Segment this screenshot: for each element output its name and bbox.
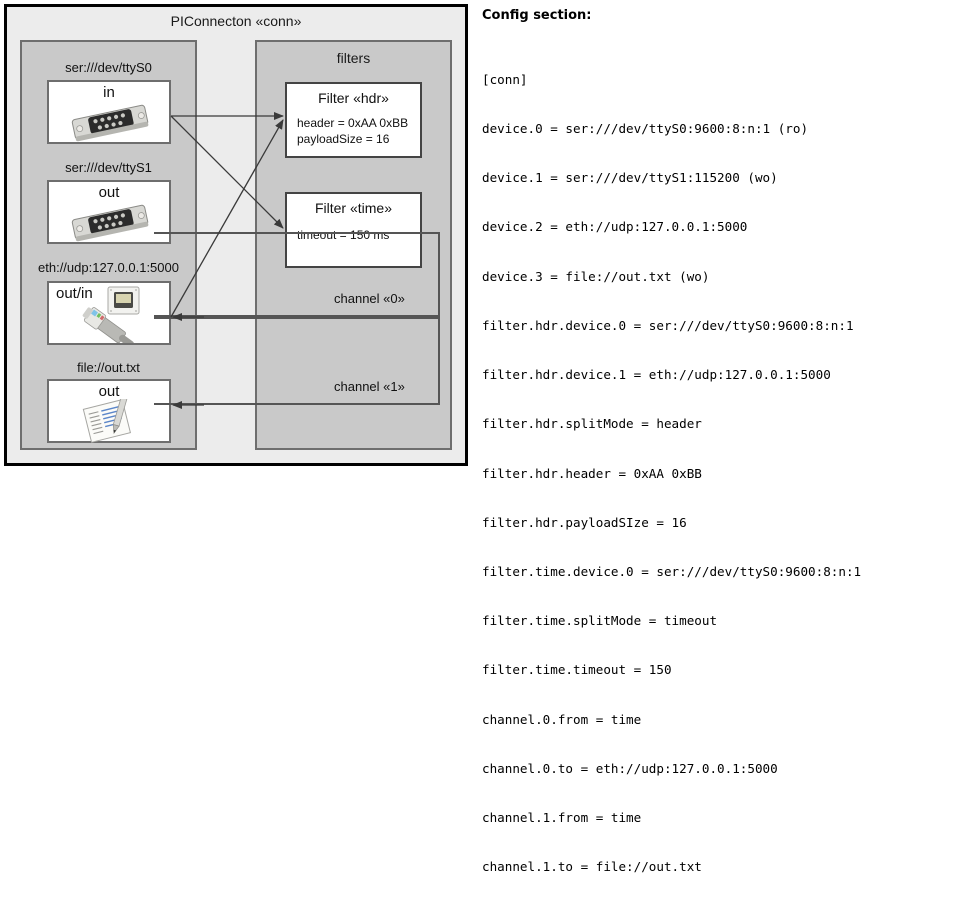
- filter-time-title: Filter «time»: [314, 200, 393, 216]
- config-line: filter.hdr.splitMode = header: [482, 416, 702, 432]
- device-io-file: out: [98, 383, 120, 400]
- config-line: channel.0.from = time: [482, 711, 642, 727]
- config-line: filter.time.splitMode = timeout: [482, 613, 718, 629]
- text-file-icon: [77, 395, 145, 448]
- filter-hdr-title: Filter «hdr»: [318, 90, 389, 106]
- screenshot-root: PIConnecton «conn» ser:///dev/ttyS0 in: [4, 4, 861, 874]
- architecture-diagram: PIConnecton «conn» ser:///dev/ttyS0 in: [4, 4, 468, 466]
- filter-time-attr-timeout: timeout = 150 ms: [297, 228, 390, 242]
- device-box-ttys1: out: [47, 180, 171, 244]
- device-label-file: file://out.txt: [77, 360, 140, 375]
- config-line: filter.hdr.device.1 = eth://udp:127.0.0.…: [482, 367, 831, 383]
- network-cable-icon: [67, 305, 137, 348]
- config-line: device.2 = eth://udp:127.0.0.1:5000: [482, 219, 748, 235]
- filter-hdr-attr-payloadsize: payloadSize = 16: [297, 132, 390, 146]
- diagram-title: PIConnecton «conn»: [170, 13, 302, 29]
- config-heading: Config section:: [482, 8, 592, 23]
- config-line: channel.0.to = eth://udp:127.0.0.1:5000: [482, 760, 778, 776]
- config-code-block: [conn] device.0 = ser:///dev/ttyS0:9600:…: [482, 39, 960, 909]
- config-line: filter.time.timeout = 150: [482, 662, 672, 678]
- filter-card-hdr: Filter «hdr» header = 0xAA 0xBB payloadS…: [285, 82, 422, 158]
- config-line: [conn]: [482, 71, 528, 87]
- device-io-ttys0: in: [103, 84, 115, 101]
- channel-0-label: channel «0»: [334, 291, 405, 306]
- device-label-ttys0: ser:///dev/ttyS0: [65, 60, 152, 75]
- filter-card-time: Filter «time» timeout = 150 ms: [285, 192, 422, 268]
- config-section: Config section: [conn] device.0 = ser://…: [482, 8, 960, 909]
- serial-port-icon: [65, 202, 157, 247]
- filter-hdr-attr-header: header = 0xAA 0xBB: [297, 116, 409, 130]
- channel-1-connector: [154, 317, 440, 405]
- config-line: channel.1.to = file://out.txt: [482, 859, 702, 875]
- config-line: device.3 = file://out.txt (wo): [482, 268, 710, 284]
- config-line: filter.hdr.header = 0xAA 0xBB: [482, 465, 702, 481]
- serial-port-icon: [65, 102, 157, 147]
- device-box-ttys0: in: [47, 80, 171, 144]
- device-box-eth: out/in: [47, 281, 171, 348]
- filters-panel-title: filters: [336, 50, 371, 66]
- channel-1-label: channel «1»: [334, 379, 405, 394]
- network-jack-icon: [107, 286, 141, 321]
- device-label-eth: eth://udp:127.0.0.1:5000: [38, 260, 179, 275]
- config-line: device.0 = ser:///dev/ttyS0:9600:8:n:1 (…: [482, 121, 809, 137]
- config-line: filter.hdr.payloadSIze = 16: [482, 514, 687, 530]
- device-label-ttys1: ser:///dev/ttyS1: [65, 160, 152, 175]
- config-line: channel.1.from = time: [482, 810, 642, 826]
- device-io-ttys1: out: [98, 184, 120, 201]
- config-line: filter.hdr.device.0 = ser:///dev/ttyS0:9…: [482, 317, 854, 333]
- config-line: device.1 = ser:///dev/ttyS1:115200 (wo): [482, 170, 778, 186]
- channel-0-connector: [154, 232, 440, 317]
- device-box-file: out: [47, 379, 171, 443]
- config-line: filter.time.device.0 = ser:///dev/ttyS0:…: [482, 564, 862, 579]
- device-io-eth: out/in: [56, 285, 93, 302]
